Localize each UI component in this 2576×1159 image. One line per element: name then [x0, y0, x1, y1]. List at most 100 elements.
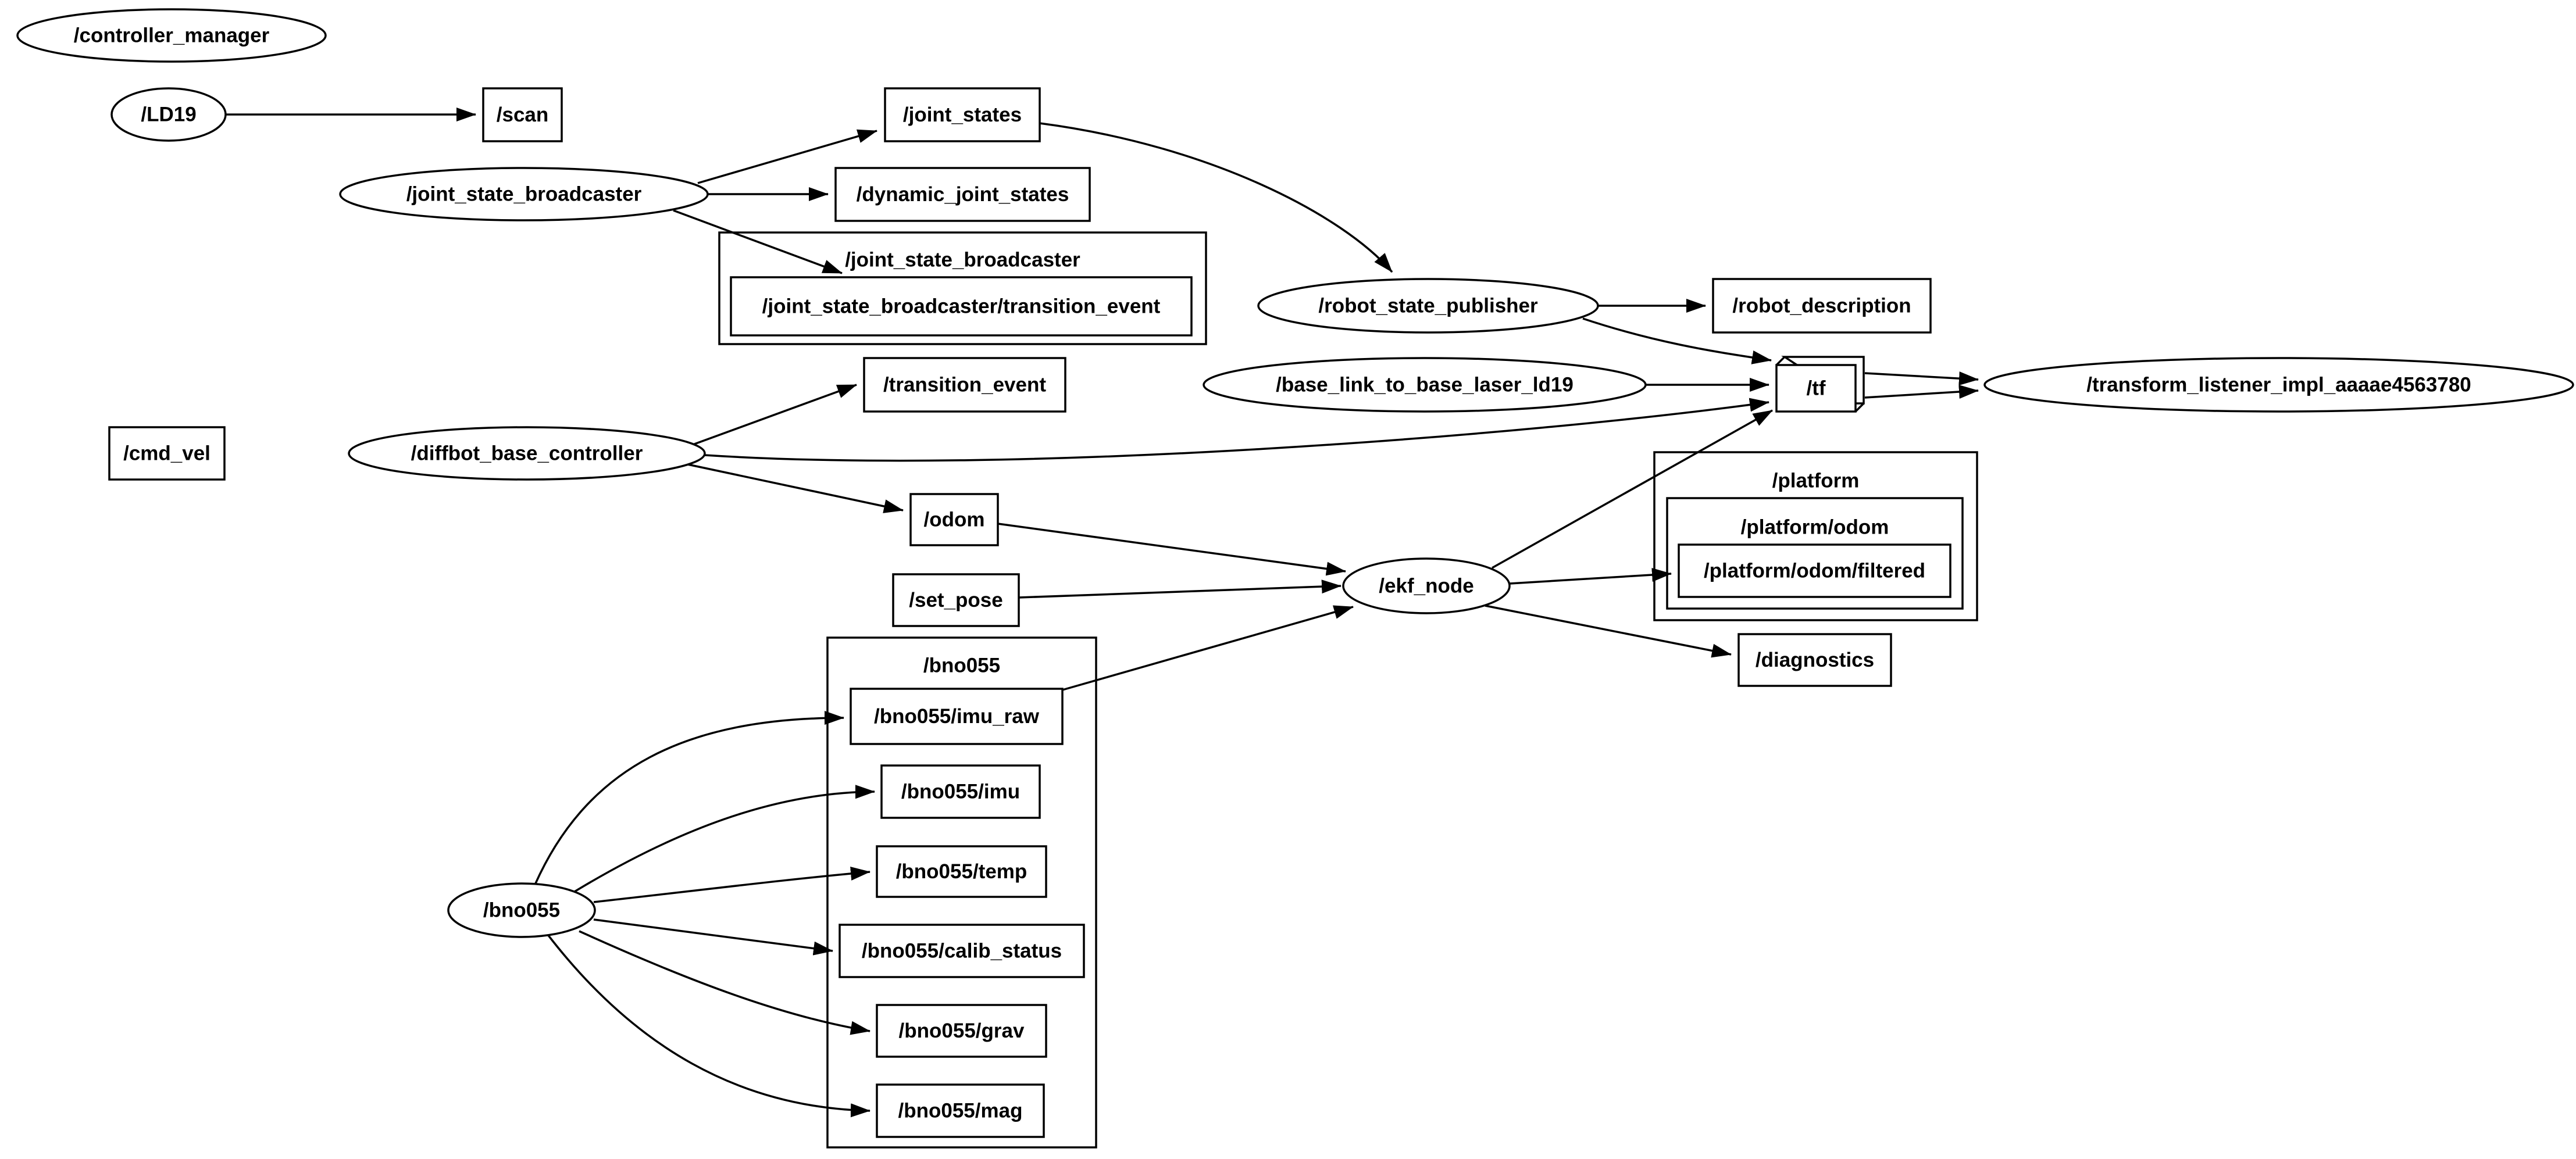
topic-cmd-vel: /cmd_vel	[108, 426, 226, 481]
edge-diffbot-base-controller-to-odom	[684, 463, 904, 513]
edge-bno055-to-bno055-mag	[547, 933, 870, 1118]
box-bno055-temp	[876, 845, 1047, 898]
cluster-label-ns-joint-state-broadcaster: /joint_state_broadcaster	[845, 249, 1080, 271]
topic-diagnostics: /diagnostics	[1737, 633, 1892, 687]
box-platform-odom-filtered	[1678, 543, 1951, 598]
ros-node-base-link-to-base-laser-ld19: /base_link_to_base_laser_ld19	[1203, 357, 1647, 413]
edge-diffbot-base-controller-to-tf	[704, 398, 1769, 462]
cluster-label-ns-bno055: /bno055	[923, 654, 1000, 677]
box-bno055-imu-raw	[850, 688, 1064, 745]
box-bno055-mag	[876, 1083, 1045, 1138]
topic-scan: /scan	[482, 87, 563, 142]
box-transition-event	[863, 357, 1066, 413]
cluster-border-ns-bno055	[826, 636, 1097, 1149]
ellipse-diffbot-base-controller	[348, 426, 706, 481]
label-bno055-temp: /bno055/temp	[896, 860, 1027, 883]
ros-node-controller-manager: /controller_manager	[16, 8, 327, 63]
cluster-ns-joint-state-broadcaster: /joint_state_broadcaster	[718, 231, 1207, 345]
ellipse-robot-state-publisher	[1257, 278, 1599, 334]
topic-dynamic-joint-states: /dynamic_joint_states	[834, 167, 1091, 222]
topic-set-pose: /set_pose	[892, 573, 1020, 627]
box-dynamic-joint-states	[834, 167, 1091, 222]
box-diagnostics	[1737, 633, 1892, 687]
label-bno055-imu-raw: /bno055/imu_raw	[874, 705, 1040, 728]
ellipse-ekf-node	[1342, 557, 1511, 614]
edge-ekf-node-to-platform-odom-filtered	[1509, 568, 1672, 585]
edge-layer	[226, 108, 1979, 1118]
topic-bno055-imu: /bno055/imu	[880, 764, 1041, 819]
edge-ekf-node-to-tf	[1492, 409, 1773, 569]
topic-joint-states: /joint_states	[884, 87, 1041, 142]
label-base-link-to-base-laser-ld19: /base_link_to_base_laser_ld19	[1276, 374, 1574, 396]
ros-node-joint-state-broadcaster: /joint_state_broadcaster	[339, 167, 709, 221]
ros-node-diffbot-base-controller: /diffbot_base_controller	[348, 426, 706, 481]
ellipse-bno055	[447, 882, 596, 938]
label-bno055-calib-status: /bno055/calib_status	[862, 940, 1062, 963]
ellipse-controller-manager	[16, 8, 327, 63]
topic-bno055-grav: /bno055/grav	[876, 1004, 1047, 1058]
label-set-pose: /set_pose	[909, 589, 1002, 611]
label-bno055: /bno055	[483, 899, 560, 922]
box-scan	[482, 87, 563, 142]
topic-bno055-imu-raw: /bno055/imu_raw	[850, 688, 1064, 745]
edge-bno055-to-bno055-imu	[574, 785, 875, 893]
topic-tf: /tf	[1775, 356, 1865, 413]
ellipse-base-link-to-base-laser-ld19	[1203, 357, 1647, 413]
label-bno055-imu: /bno055/imu	[901, 781, 1020, 803]
label-platform-odom-filtered: /platform/odom/filtered	[1704, 560, 1925, 582]
label-bno055-mag: /bno055/mag	[898, 1100, 1023, 1122]
ros-node-ld19: /LD19	[110, 87, 227, 142]
box-bno055-calib-status	[839, 924, 1085, 978]
label-scan: /scan	[497, 103, 549, 126]
edge-bno055-to-bno055-temp	[593, 866, 870, 903]
label-robot-state-publisher: /robot_state_publisher	[1318, 295, 1538, 317]
label-ld19: /LD19	[141, 103, 196, 126]
ellipse-ld19	[110, 87, 227, 142]
cluster-ns-bno055: /bno055	[826, 636, 1097, 1149]
edge-bno055-to-bno055-grav	[579, 930, 870, 1035]
cluster-border-ns-platform-odom	[1666, 497, 1964, 610]
ellipse-transform-listener	[1983, 357, 2574, 413]
topic-transition-event: /transition_event	[863, 357, 1066, 413]
cluster-border-ns-platform	[1653, 451, 1978, 621]
edge-robot-state-publisher-to-tf	[1582, 317, 1772, 364]
edge-tf-to-transform-listener	[1864, 371, 1979, 386]
label-diffbot-base-controller: /diffbot_base_controller	[411, 442, 643, 465]
label-bno055-grav: /bno055/grav	[899, 1020, 1025, 1042]
topic-bno055-temp: /bno055/temp	[876, 845, 1047, 898]
box-bno055-grav	[876, 1004, 1047, 1058]
edge-diffbot-base-controller-to-transition-event	[694, 384, 857, 445]
edge-joint-state-broadcaster-to-jsb-transition-event	[673, 209, 843, 274]
edge-bno055-to-bno055-calib-status	[593, 918, 833, 956]
edge-tf-to-transform-listener	[1864, 385, 1979, 399]
edge-set-pose-to-ekf-node	[1018, 580, 1341, 599]
edge-odom-to-ekf-node	[997, 523, 1346, 576]
box3d-front-tf	[1775, 364, 1857, 413]
edge-joint-states-to-robot-state-publisher	[1039, 122, 1393, 273]
box-joint-states	[884, 87, 1041, 142]
label-diagnostics: /diagnostics	[1756, 649, 1874, 671]
topic-robot-description: /robot_description	[1712, 278, 1932, 334]
box-odom	[909, 493, 999, 546]
edge-bno055-imu-raw-to-ekf-node	[1062, 605, 1354, 691]
cluster-label-ns-platform: /platform	[1772, 470, 1860, 492]
topic-bno055-calib-status: /bno055/calib_status	[839, 924, 1085, 978]
topic-jsb-transition-event: /joint_state_broadcaster/transition_even…	[730, 276, 1193, 337]
box-cmd-vel	[108, 426, 226, 481]
label-joint-states: /joint_states	[903, 103, 1022, 126]
cluster-ns-platform-odom: /platform/odom	[1666, 497, 1964, 610]
topic-odom: /odom	[909, 493, 999, 546]
label-cmd-vel: /cmd_vel	[123, 442, 210, 465]
ros-node-transform-listener: /transform_listener_impl_aaaae4563780	[1983, 357, 2574, 413]
topic-platform-odom-filtered: /platform/odom/filtered	[1678, 543, 1951, 598]
ros-node-robot-state-publisher: /robot_state_publisher	[1257, 278, 1599, 334]
label-transition-event: /transition_event	[883, 374, 1046, 396]
box-bno055-imu	[880, 764, 1041, 819]
ellipse-joint-state-broadcaster	[339, 167, 709, 221]
ros-node-ekf-node: /ekf_node	[1342, 557, 1511, 614]
box-jsb-transition-event	[730, 276, 1193, 337]
label-jsb-transition-event: /joint_state_broadcaster/transition_even…	[762, 295, 1161, 318]
edge-ekf-node-to-diagnostics	[1485, 604, 1732, 658]
